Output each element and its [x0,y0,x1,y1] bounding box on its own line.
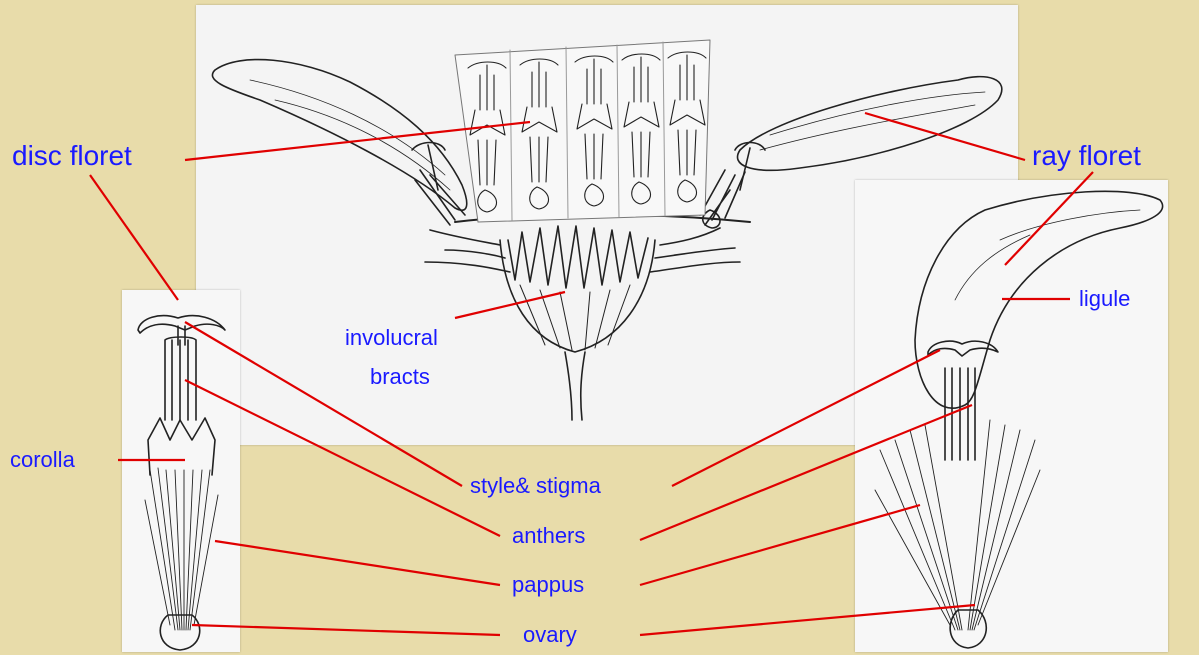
ray-ligule-vein-2 [955,235,1030,300]
right-ray-petal [738,77,1002,171]
label-disc-floret: disc floret [12,141,132,172]
leader-style-stigma-right [672,350,940,486]
left-small-pappus [415,170,465,225]
leader-ray-floret-down [1005,172,1093,265]
label-ligule: ligule [1079,287,1130,311]
leader-ovary-left [192,625,500,635]
ray-floret-drawing [875,191,1163,648]
ray-pappus [875,420,1040,630]
leader-anthers-right [640,405,972,540]
label-style-stigma: style& stigma [470,474,601,498]
label-pappus: pappus [512,573,584,597]
bract-veins [520,285,630,350]
ray-stigma [928,341,998,356]
leader-anthers-left [185,380,500,536]
disc-stigma [138,316,225,333]
bract-left-spread [425,230,510,272]
leader-ovary-right [640,605,975,635]
label-ray-floret: ray floret [1032,141,1141,172]
label-ovary: ovary [523,623,577,647]
leader-pappus-right [640,505,920,585]
disc-corolla [148,418,215,475]
ray-ligule-vein [1000,210,1140,240]
bract-right-spread [650,228,740,272]
label-involucral: involucral [345,326,438,350]
left-ray-petal [212,60,466,211]
leader-pappus-left [215,541,500,585]
disc-floret-drawing [138,316,225,650]
leader-disc-floret-down [90,175,178,300]
right-small-pappus [700,170,745,225]
label-anthers: anthers [512,524,585,548]
bract-cup-outline [500,240,655,352]
disc-anthers [165,337,196,420]
label-corolla: corolla [10,448,75,472]
stem [565,352,585,420]
label-bracts: bracts [370,365,430,389]
disc-ovary [160,615,199,650]
disc-pappus [145,468,218,630]
left-ray-vein [250,80,445,175]
leader-ray-floret [865,113,1025,160]
right-ray-vein-2 [760,105,975,150]
bract-points [508,226,648,288]
